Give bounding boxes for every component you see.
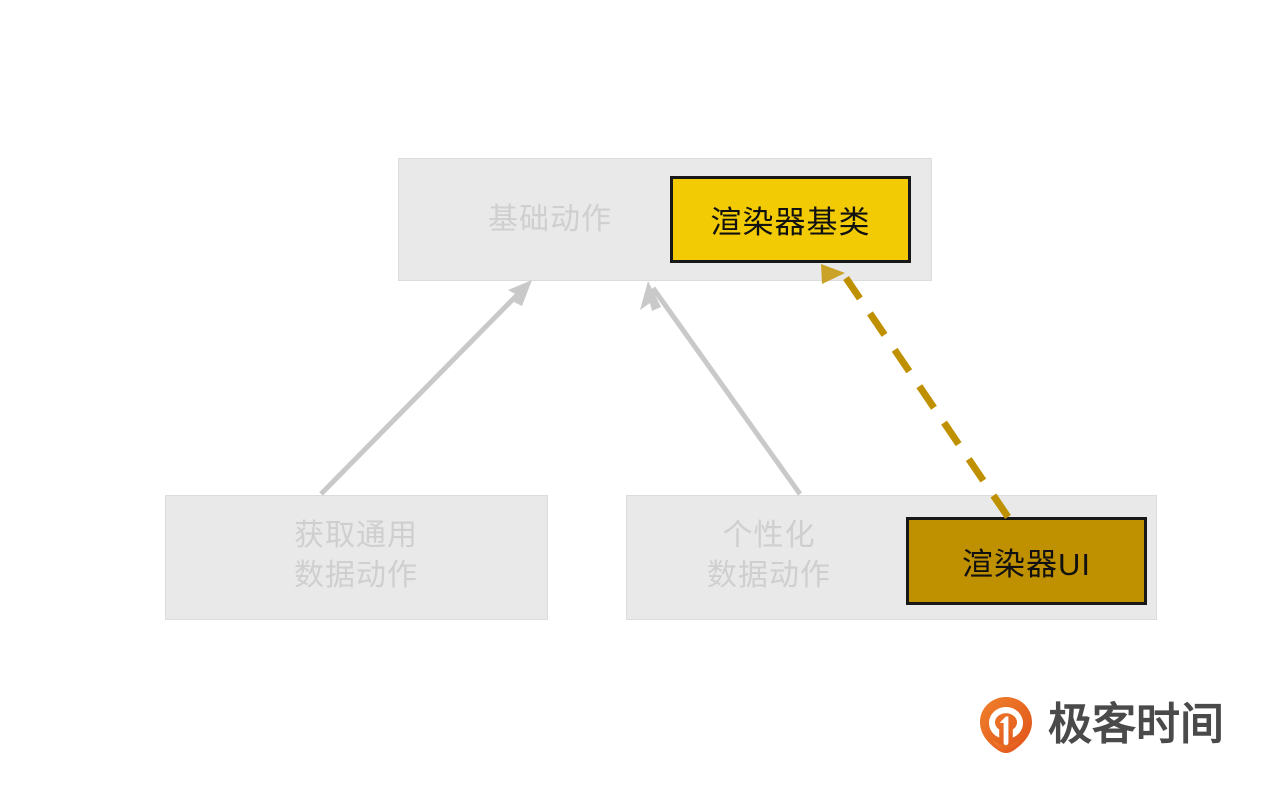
node-renderer-base[interactable]: 渲染器基类 (670, 176, 911, 263)
arrow-renderer-ui-to-renderer-base-line (843, 276, 1011, 519)
node-renderer-ui-label: 渲染器UI (962, 546, 1091, 582)
arrow-custom-data-to-base (640, 281, 803, 496)
geektime-pin-icon (980, 697, 1032, 753)
node-renderer-ui[interactable]: 渲染器UI (906, 517, 1147, 605)
arrow-renderer-ui-to-renderer-base (821, 264, 1011, 519)
group-label-basic-actions: 基础动作 (488, 203, 612, 236)
arrow-generic-data-to-base-head (508, 280, 532, 306)
arrow-custom-data-to-base-line (650, 286, 803, 496)
group-label-generic-data-actions: 获取通用 数据动作 (294, 519, 418, 592)
group-label-custom-data-actions: 个性化 数据动作 (707, 519, 831, 592)
group-box-generic-data-actions[interactable] (165, 495, 548, 620)
arrow-generic-data-to-base-line (319, 284, 528, 496)
arrow-custom-data-to-base-head (640, 281, 661, 311)
arrow-generic-data-to-base (319, 280, 532, 496)
brand-logo-text: 极客时间 (1048, 700, 1224, 749)
node-renderer-base-label: 渲染器基类 (710, 205, 871, 240)
brand-logo: 极客时间 (978, 692, 1224, 758)
